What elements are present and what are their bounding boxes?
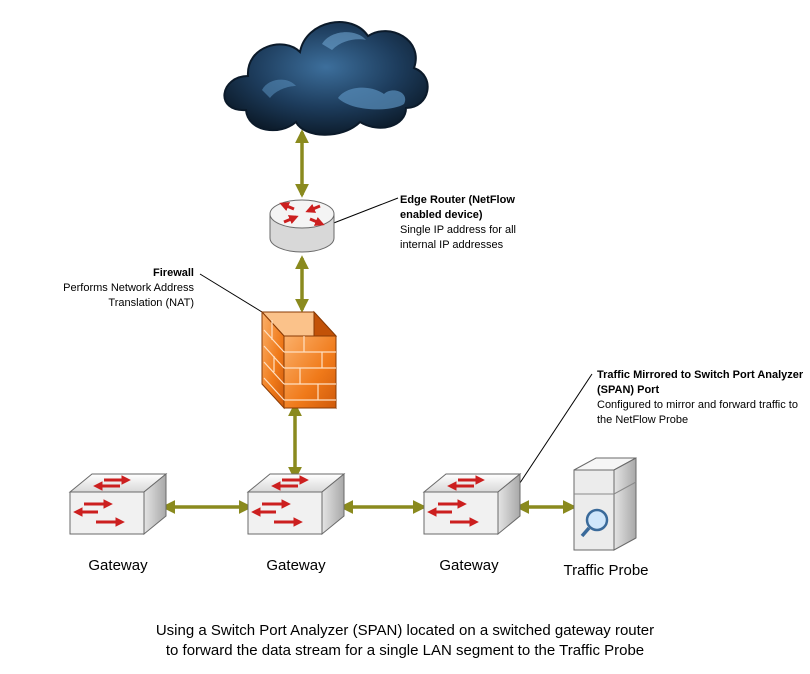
edge-router-line-2: internal IP addresses: [400, 239, 504, 251]
span-note: Traffic Mirrored to Switch Port Analyzer…: [597, 368, 807, 428]
links: [161, 129, 577, 514]
firewall-line-2: Translation (NAT): [108, 297, 194, 309]
switch-icon-gateway-2: [248, 474, 344, 534]
switch-icon-gateway-1: [70, 474, 166, 534]
span-line-1: Configured to mirror and forward traffic…: [597, 399, 798, 411]
caption-line-1: Using a Switch Port Analyzer (SPAN) loca…: [155, 622, 655, 639]
edge-router-note: Edge Router (NetFlow enabled device) Sin…: [400, 193, 520, 253]
firewall-icon: [260, 310, 338, 410]
server-probe-icon: [573, 457, 637, 551]
edge-router-line-1: Single IP address for all: [400, 224, 516, 236]
callout-lines: [199, 197, 593, 499]
span-line-2: the NetFlow Probe: [597, 414, 689, 426]
span-title: Traffic Mirrored to Switch Port Analyzer…: [597, 369, 804, 396]
gateway-2-label: Gateway: [266, 557, 326, 574]
cloud-icon: [223, 21, 429, 136]
router-icon: [269, 199, 335, 253]
gateway-3-label: Gateway: [439, 557, 499, 574]
firewall-title: Firewall: [153, 267, 194, 279]
firewall-leader: [199, 273, 263, 313]
edge-router-title: Edge Router (NetFlow enabled device): [400, 194, 515, 221]
span-leader: [509, 373, 593, 499]
edge-router-leader: [325, 197, 399, 227]
traffic-probe-label: Traffic Probe: [563, 562, 649, 579]
diagram-caption: Using a Switch Port Analyzer (SPAN) loca…: [40, 621, 770, 661]
gateway-1-label: Gateway: [88, 557, 148, 574]
caption-line-2: to forward the data stream for a single …: [165, 642, 645, 659]
firewall-note: Firewall Performs Network Address Transl…: [40, 266, 194, 311]
switch-icon-gateway-3: [424, 474, 520, 534]
firewall-line-1: Performs Network Address: [63, 282, 194, 294]
